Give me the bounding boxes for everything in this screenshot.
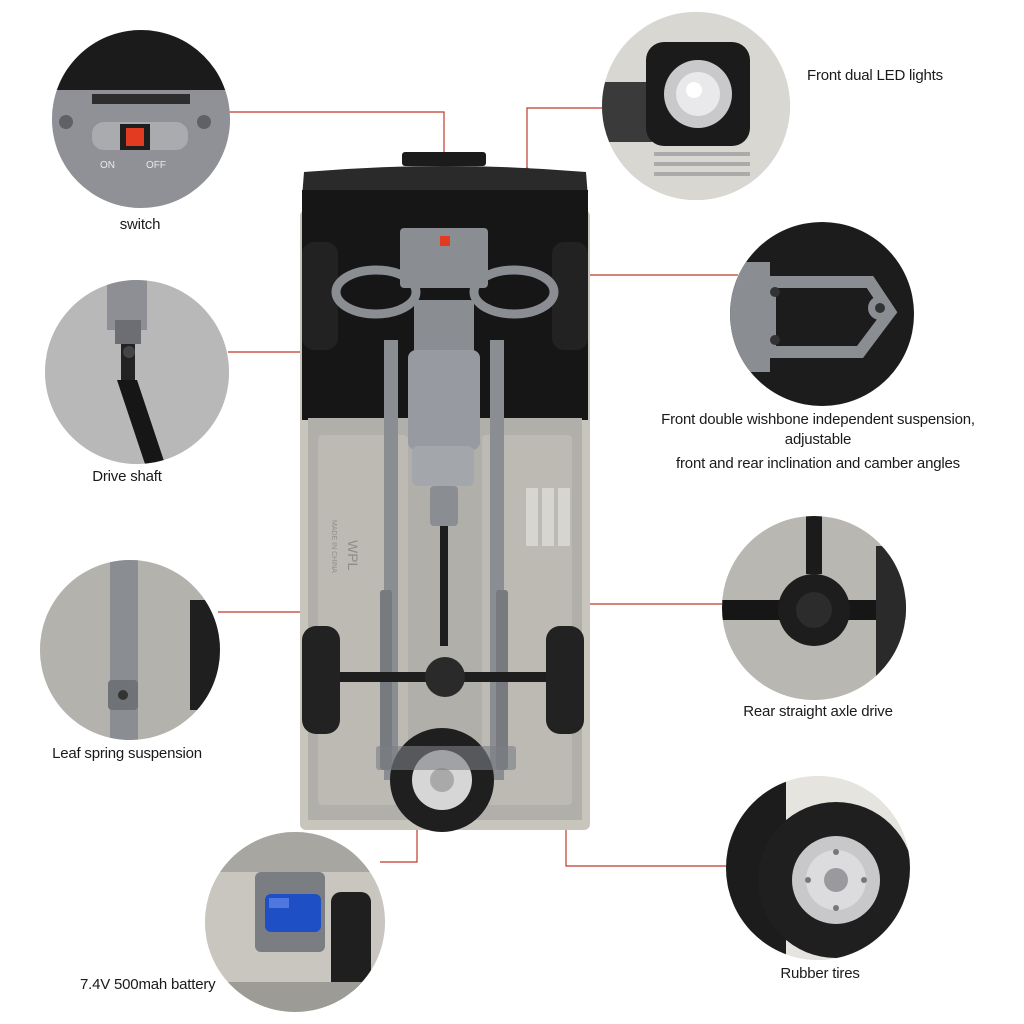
led-light-icon <box>602 12 790 200</box>
axle-icon <box>722 516 906 700</box>
tires-detail-circle <box>726 776 910 960</box>
driveshaft-detail-circle <box>45 280 229 464</box>
leaf-spring-icon <box>40 560 220 740</box>
wishbone-icon <box>730 222 914 406</box>
rear-axle-label: Rear straight axle drive <box>743 703 893 720</box>
switch-off-text: OFF <box>146 160 166 171</box>
chassis-brand-mark: WPL <box>345 540 361 571</box>
leaf-spring-label: Leaf spring suspension <box>52 745 202 762</box>
chassis-made-in-mark: MADE IN CHINA <box>330 520 337 573</box>
rear-axle-detail-circle <box>722 516 906 700</box>
wishbone-label-line-1: Front double wishbone independent suspen… <box>661 411 975 448</box>
chassis-illustration: WPL MADE IN CHINA <box>300 152 590 832</box>
wishbone-label: Front double wishbone independent suspen… <box>628 410 1008 474</box>
battery-detail-circle <box>205 832 385 1012</box>
leaf-spring-detail-circle <box>40 560 220 740</box>
tire-icon <box>726 776 910 960</box>
switch-on-text: ON <box>100 160 115 171</box>
switch-icon: ON OFF <box>52 30 230 208</box>
wishbone-detail-circle <box>730 222 914 406</box>
battery-icon <box>205 832 385 1012</box>
wishbone-label-line-2: front and rear inclination and camber an… <box>676 455 960 472</box>
switch-label: switch <box>119 216 161 233</box>
led-lights-detail-circle <box>602 12 790 200</box>
battery-label: 7.4V 500mah battery <box>80 976 216 993</box>
tires-label: Rubber tires <box>780 965 860 982</box>
switch-detail-circle: ON OFF <box>52 30 230 208</box>
drive-shaft-label: Drive shaft <box>92 468 162 485</box>
driveshaft-icon <box>45 280 229 464</box>
led-lights-label: Front dual LED lights <box>807 67 943 84</box>
